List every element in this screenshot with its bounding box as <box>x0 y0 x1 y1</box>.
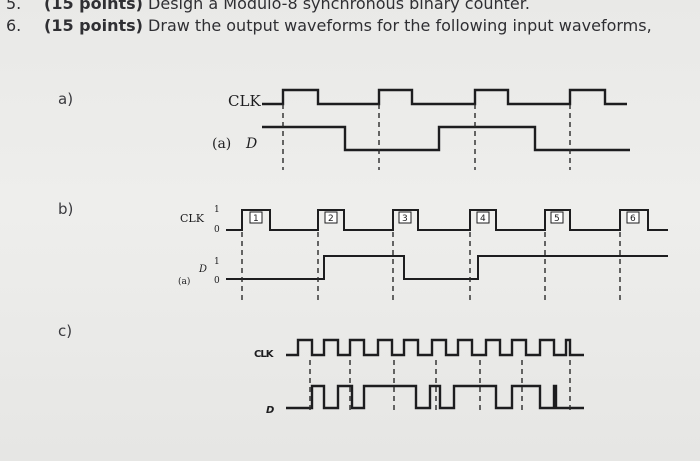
diagram-c-d-wave <box>286 384 584 410</box>
diagram-a-d-prefix: (a) <box>212 136 231 152</box>
question-6-text: Draw the output waveforms for the follow… <box>142 16 652 35</box>
diagram-b-pulse-box <box>550 211 564 224</box>
diagram-b-pulse-number: 1 <box>253 214 259 224</box>
diagram-b-pulse-box <box>324 211 338 224</box>
diagram-a-d-label: D <box>245 136 257 152</box>
diagram-b-pulse-box <box>626 211 640 224</box>
diagram-b-d-prefix: (a) <box>178 276 190 287</box>
question-5-number: 5. <box>6 0 22 13</box>
diagram-b-pulse-box <box>249 211 263 224</box>
question-6-number: 6. <box>6 16 22 35</box>
diagram-b-clk-label: CLK <box>180 212 205 225</box>
part-b-label: b) <box>58 200 74 218</box>
question-5-text: Design a Modulo-8 synchronous binary cou… <box>142 0 530 13</box>
diagram-b: CLK 1 0 (a) D 1 0 1 2 3 4 5 <box>178 205 668 300</box>
diagram-b-pulse-number: 3 <box>402 214 408 224</box>
diagram-c-d-label: D <box>266 405 274 416</box>
diagram-b-pulse-box <box>476 211 490 224</box>
diagram-b-d-wave <box>226 255 668 280</box>
diagram-b-d-label: D <box>198 264 207 275</box>
diagram-b-clk-wave <box>226 209 668 231</box>
diagram-b-clk-zero: 0 <box>214 225 220 235</box>
diagram-a-clk-label: CLK <box>228 92 261 110</box>
diagram-b-pulse-number: 6 <box>630 214 636 224</box>
diagram-b-pulse-number: 5 <box>554 214 560 224</box>
diagram-b-pulse-box <box>398 211 412 224</box>
diagram-b-d-zero: 0 <box>214 276 220 286</box>
diagram-a-clk-wave <box>262 88 627 106</box>
question-5-points: (15 points) <box>44 0 143 13</box>
part-c-label: c) <box>58 322 73 340</box>
diagram-b-d-one: 1 <box>214 257 220 267</box>
diagram-c-clk-label: CLK <box>254 349 275 360</box>
question-5: 5. (15 points) Design a Modulo-8 synchron… <box>6 0 530 13</box>
diagram-b-pulse-number: 2 <box>328 214 334 224</box>
question-6-points: (15 points) <box>44 16 143 35</box>
diagram-b-clk-one: 1 <box>214 205 220 215</box>
question-6: 6. (15 points) Draw the output waveforms … <box>6 16 652 35</box>
diagram-b-pulse-number: 4 <box>480 214 486 224</box>
part-a-label: a) <box>58 90 74 108</box>
diagram-a: CLK (a) D <box>212 88 630 170</box>
diagram-c-clk-wave <box>286 338 584 357</box>
diagram-c: CLK D <box>254 338 584 416</box>
diagram-a-d-wave <box>262 125 630 152</box>
